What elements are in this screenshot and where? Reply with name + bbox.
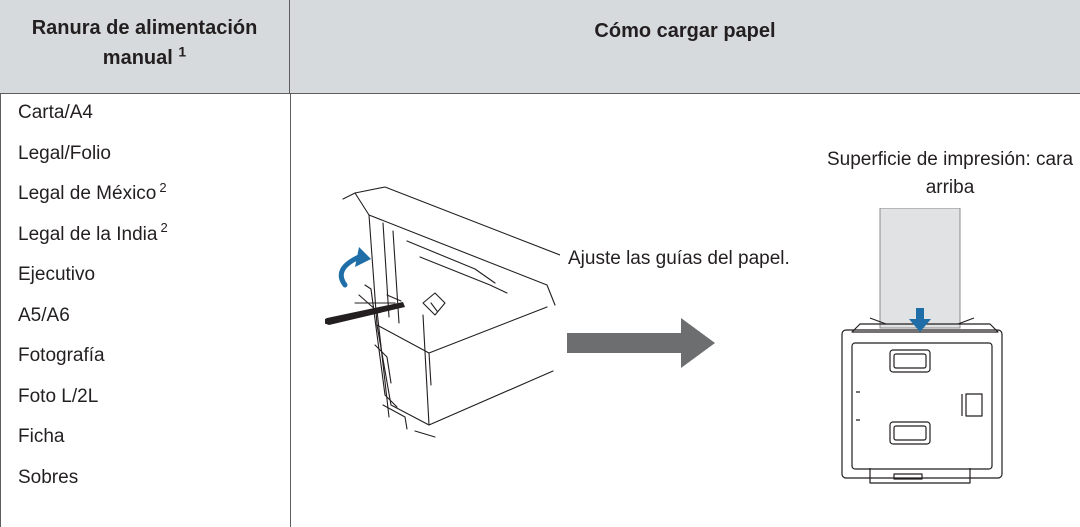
- footnote-marker: 2: [159, 179, 167, 195]
- paper-size-label: Ficha: [18, 426, 65, 447]
- paper-size-label: Ejecutivo: [18, 264, 96, 285]
- column-divider: [290, 93, 291, 527]
- header-manual-slot-title: Ranura de alimentación manual: [31, 17, 258, 69]
- adjust-guides-text: Ajuste las guías del papel.: [568, 248, 790, 269]
- paper-size-item: Legal/Folio: [18, 138, 168, 179]
- paper-insert-illustration: [841, 208, 1003, 484]
- paper-size-label: Legal/Folio: [18, 142, 111, 164]
- table-left-border: [0, 93, 1, 527]
- header-divider: [0, 93, 1080, 94]
- paper-size-item: Carta/A4: [18, 97, 168, 138]
- paper-size-label: Carta/A4: [18, 102, 93, 123]
- paper-size-item: Foto L/2L: [18, 381, 168, 422]
- paper-size-label: Fotografía: [18, 345, 105, 366]
- paper-size-item: Fotografía: [18, 340, 168, 381]
- paper-size-label: Legal de México: [18, 183, 157, 204]
- footnote-marker: 2: [160, 220, 168, 236]
- footnote-marker: 1: [178, 43, 187, 60]
- paper-size-label: A5/A6: [18, 304, 70, 326]
- paper-size-item: Ejecutivo: [18, 259, 168, 300]
- paper-size-label: Foto L/2L: [18, 385, 99, 407]
- header-how-to-load: Cómo cargar papel: [594, 20, 776, 42]
- paper-size-item: Sobres: [18, 462, 168, 503]
- guide-lever: [325, 302, 405, 325]
- paper-size-item: A5/A6: [18, 300, 168, 341]
- print-surface-text: Superficie de impresión: cara arriba: [826, 149, 1074, 198]
- header-manual-slot: Ranura de alimentación manual 1: [0, 0, 289, 73]
- right-arrow-icon: [567, 318, 715, 368]
- paper-size-label: Legal de la India: [18, 223, 158, 245]
- header-cell-how-to-load: Cómo cargar papel: [290, 0, 1080, 93]
- curved-arrow-icon: [338, 254, 362, 288]
- paper-sheet: [879, 208, 961, 329]
- header-cell-manual-slot: Ranura de alimentación manual 1: [0, 0, 290, 93]
- paper-size-label: Sobres: [18, 466, 79, 488]
- printer-manual-slot-illustration: [325, 186, 560, 438]
- paper-size-item: Ficha: [18, 421, 168, 462]
